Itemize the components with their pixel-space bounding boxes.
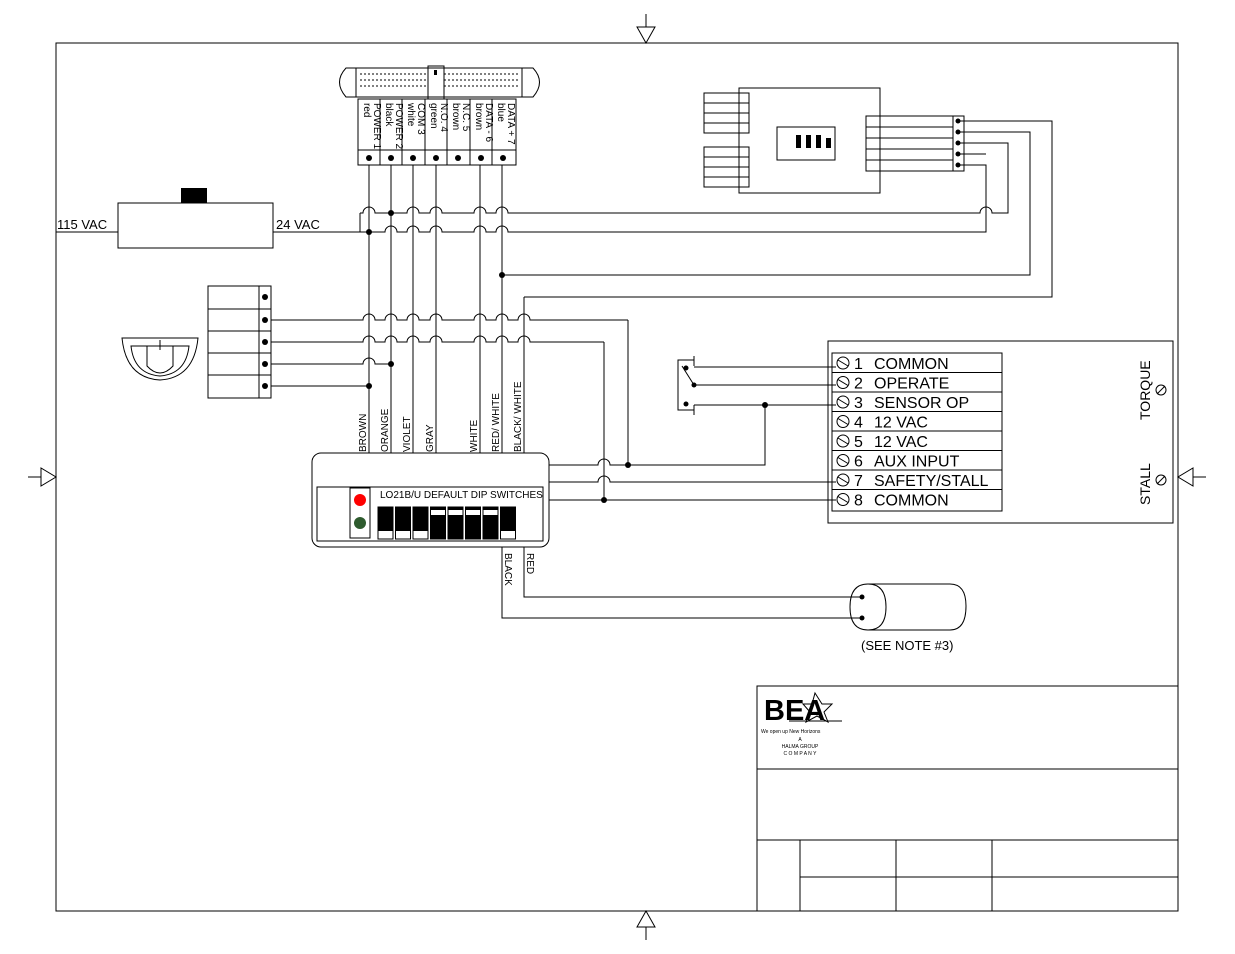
pin-terminal-6 <box>478 155 484 161</box>
terminal-label-4: 12 VAC <box>874 415 928 432</box>
wire-label-2: ORANGE <box>380 408 391 452</box>
pin-label-3: COM 3 <box>415 103 426 135</box>
wire-label-1: BROWN <box>358 414 369 452</box>
terminal-number-7: 7 <box>854 473 863 490</box>
wire-label-6: RED/ WHITE <box>491 393 502 452</box>
green-led-icon <box>354 517 366 529</box>
terminal-label-8: COMMON <box>874 493 949 510</box>
wire-label-3: VIOLET <box>402 416 413 452</box>
terminal-number-2: 2 <box>854 376 863 393</box>
lock-device-icon <box>849 583 967 631</box>
pin-color-2: black <box>383 103 394 127</box>
pin-terminal-1 <box>366 155 372 161</box>
halma-company: C O M P A N Y <box>784 751 818 757</box>
pin-label-6: DATA - 6 <box>483 103 494 143</box>
pin-terminal-3 <box>410 155 416 161</box>
sensor-head-icon <box>121 337 199 381</box>
controller-unit <box>311 452 550 548</box>
bea-tagline: We open up New Horizons <box>761 729 821 735</box>
pin-color-6: brown <box>473 103 484 130</box>
relay-module <box>703 87 965 194</box>
terminal-label-6: AUX INPUT <box>874 454 960 471</box>
halma-a: A <box>798 737 802 743</box>
terminal-number-4: 4 <box>854 415 863 432</box>
halma-group: HALMA GROUP <box>782 744 819 750</box>
terminal-number-3: 3 <box>854 395 863 412</box>
stall-pot-label: STALL <box>1137 463 1153 505</box>
input-voltage-label: 115 VAC <box>57 217 107 232</box>
pin-label-5: N.C. 5 <box>460 103 471 132</box>
terminal-label-1: COMMON <box>874 356 949 373</box>
switch-icon <box>677 356 697 415</box>
sensor-terminal-block <box>207 285 272 399</box>
pin-color-5: brown <box>450 103 461 130</box>
terminal-number-1: 1 <box>854 356 863 373</box>
pin-terminal-4 <box>433 155 439 161</box>
wire-label-5: WHITE <box>469 419 480 452</box>
dip-switch-bank <box>377 506 516 540</box>
pin-label-7: DATA + 7 <box>505 103 516 145</box>
terminal-screw-icon <box>836 376 850 389</box>
black-wire-label: BLACK <box>502 553 513 586</box>
operator-board <box>827 340 1174 524</box>
terminal-screw-icon <box>836 415 850 428</box>
terminal-number-5: 5 <box>854 434 863 451</box>
title-block <box>535 685 1179 912</box>
terminal-screw-icon <box>836 356 850 370</box>
drawing-frame <box>55 42 1179 912</box>
adjust-pot-icons <box>1155 384 1167 486</box>
pin-label-2: POWER 2 <box>393 103 404 150</box>
dip-switch-title: LO21B/U DEFAULT DIP SWITCHES <box>380 490 543 501</box>
see-note-label: (SEE NOTE #3) <box>861 638 953 653</box>
output-voltage-label: 24 VAC <box>276 217 320 232</box>
red-wire-label: RED <box>524 553 535 574</box>
terminal-screw-icon <box>836 395 850 409</box>
pin-color-7: blue <box>495 103 506 122</box>
terminal-number-6: 6 <box>854 454 863 471</box>
terminal-label-2: OPERATE <box>874 376 949 393</box>
pin-label-4: N.O. 4 <box>438 103 449 132</box>
terminal-screw-icon <box>836 493 850 506</box>
connector-housing <box>339 65 540 100</box>
bea-logo-text: BEA <box>764 695 825 727</box>
torque-pot-label: TORQUE <box>1137 360 1153 420</box>
wire-label-4: GRAY <box>425 424 436 452</box>
terminal-screw-icon <box>836 434 850 448</box>
terminal-label-7: SAFETY/STALL <box>874 473 989 490</box>
pin-color-1: red <box>361 103 372 117</box>
wire-label-7: BLACK/ WHITE <box>513 381 524 452</box>
terminal-label-5: 12 VAC <box>874 434 928 451</box>
terminal-number-8: 8 <box>854 493 863 510</box>
terminal-label-3: SENSOR OP <box>874 395 969 412</box>
pin-color-4: green <box>428 103 439 129</box>
pin-label-1: POWER 1 <box>371 103 382 150</box>
pin-terminal-2 <box>388 155 394 161</box>
pin-color-3: white <box>405 102 416 127</box>
power-transformer <box>56 188 360 249</box>
terminal-screw-icon <box>836 473 850 487</box>
terminal-screw-icon <box>836 454 850 467</box>
wire-color-labels: BROWN ORANGE VIOLET GRAY WHITE RED/ WHITE BLAC… <box>358 381 524 452</box>
pin-terminal-5 <box>455 155 461 161</box>
pin-terminal-7 <box>500 155 506 161</box>
red-led-icon <box>354 494 366 506</box>
center-marks <box>28 14 1206 940</box>
wire-harness <box>271 120 1053 619</box>
